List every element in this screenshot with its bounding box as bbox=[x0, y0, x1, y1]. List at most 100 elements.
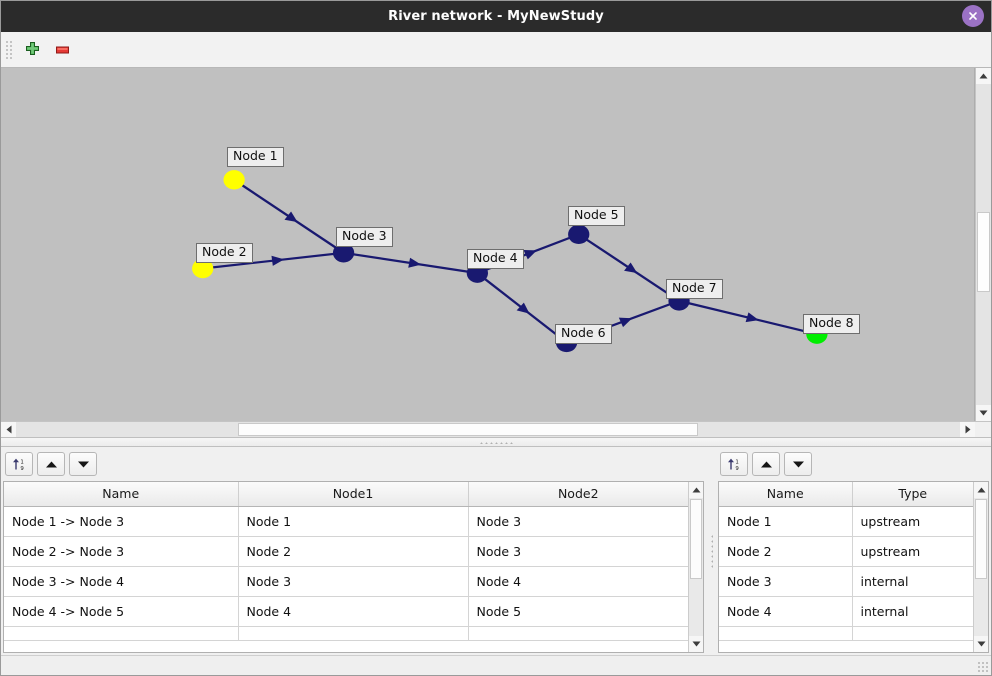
canvas-scroll-left-button[interactable] bbox=[1, 422, 16, 437]
table-row[interactable] bbox=[719, 626, 973, 641]
graph-edge-arrow bbox=[408, 257, 422, 268]
canvas-hscroll-thumb[interactable] bbox=[238, 423, 698, 436]
table-row[interactable] bbox=[4, 626, 688, 641]
graph-node-label-node-1[interactable]: Node 1 bbox=[227, 147, 284, 167]
chevron-up-icon bbox=[692, 487, 700, 493]
table-cell[interactable] bbox=[719, 626, 853, 641]
table-cell[interactable] bbox=[852, 626, 973, 641]
table-cell[interactable]: Node 4 bbox=[468, 566, 688, 597]
column-header-node2[interactable]: Node2 bbox=[468, 482, 688, 507]
table-cell[interactable]: Node 1 -> Node 3 bbox=[4, 506, 239, 537]
node-scroll-up-button[interactable] bbox=[974, 482, 988, 498]
table-cell[interactable]: internal bbox=[852, 566, 973, 597]
graph-node-label-node-2[interactable]: Node 2 bbox=[196, 243, 253, 263]
graph-node-label-node-7[interactable]: Node 7 bbox=[666, 279, 723, 299]
network-canvas[interactable]: Node 1 Node 2 Node 3 Node 4 Node 5 Node 6 Node… bbox=[1, 68, 975, 421]
graph-node-label-node-5[interactable]: Node 5 bbox=[568, 206, 625, 226]
graph-node-label-node-3[interactable]: Node 3 bbox=[336, 227, 393, 247]
close-window-button[interactable] bbox=[962, 5, 984, 27]
table-cell[interactable]: upstream bbox=[852, 506, 973, 537]
branch-scroll-down-button[interactable] bbox=[689, 636, 703, 652]
table-cell[interactable]: Node 1 bbox=[238, 506, 469, 537]
node-scroll-thumb[interactable] bbox=[975, 499, 987, 579]
node-sort-button[interactable]: 1 9 bbox=[720, 452, 748, 476]
column-header-name[interactable]: Name bbox=[719, 482, 853, 507]
toolbar-drag-handle[interactable] bbox=[5, 38, 13, 61]
table-cell[interactable]: Node 4 bbox=[719, 596, 853, 627]
branch-table-scrollbar[interactable] bbox=[688, 482, 703, 652]
node-table-scrollbar[interactable] bbox=[973, 482, 988, 652]
canvas-vscroll-thumb[interactable] bbox=[977, 212, 990, 292]
graph-node-label-node-6[interactable]: Node 6 bbox=[555, 324, 612, 344]
graph-node-node-5[interactable] bbox=[568, 224, 590, 245]
column-header-node1[interactable]: Node1 bbox=[238, 482, 469, 507]
chevron-down-icon bbox=[692, 641, 700, 647]
canvas-scroll-down-button[interactable] bbox=[976, 405, 991, 421]
table-cell[interactable]: Node 2 bbox=[719, 536, 853, 567]
window-resize-grip[interactable] bbox=[977, 661, 989, 673]
table-cell[interactable] bbox=[468, 626, 688, 641]
node-scroll-down-button[interactable] bbox=[974, 636, 988, 652]
graph-node-node-3[interactable] bbox=[332, 243, 355, 263]
sort-icon: 1 9 bbox=[727, 458, 739, 472]
table-cell[interactable]: Node 1 bbox=[719, 506, 853, 537]
column-header-name[interactable]: Name bbox=[4, 482, 239, 507]
branch-sort-button[interactable]: 1 9 bbox=[5, 452, 33, 476]
table-cell[interactable]: internal bbox=[852, 596, 973, 627]
graph-edge-arrow bbox=[271, 255, 285, 266]
table-cell[interactable]: Node 3 bbox=[468, 536, 688, 567]
table-cell[interactable]: Node 3 bbox=[468, 506, 688, 537]
branch-move-down-button[interactable] bbox=[69, 452, 97, 476]
vertical-splitter[interactable] bbox=[706, 447, 716, 655]
horizontal-splitter[interactable] bbox=[1, 437, 991, 447]
table-cell[interactable]: upstream bbox=[852, 536, 973, 567]
canvas-horizontal-scrollbar[interactable] bbox=[1, 421, 991, 437]
table-cell[interactable] bbox=[4, 626, 239, 641]
graph-node-label-node-8[interactable]: Node 8 bbox=[803, 314, 860, 334]
node-pane-toolbar: 1 9 bbox=[716, 447, 991, 481]
minus-icon bbox=[55, 46, 69, 54]
canvas-scroll-up-button[interactable] bbox=[976, 68, 991, 84]
window-title: River network - MyNewStudy bbox=[388, 9, 604, 24]
table-cell[interactable]: Node 5 bbox=[468, 596, 688, 627]
chevron-down-icon bbox=[977, 641, 985, 647]
graph-edge-arrow bbox=[624, 262, 638, 274]
column-header-type[interactable]: Type bbox=[852, 482, 973, 507]
table-cell[interactable]: Node 3 -> Node 4 bbox=[4, 566, 239, 597]
table-cell[interactable]: Node 2 -> Node 3 bbox=[4, 536, 239, 567]
branch-scroll-thumb[interactable] bbox=[690, 499, 702, 579]
branch-scroll-up-button[interactable] bbox=[689, 482, 703, 498]
graph-node-label-node-4[interactable]: Node 4 bbox=[467, 249, 524, 269]
vertical-splitter-grip bbox=[709, 534, 713, 568]
remove-node-button[interactable] bbox=[47, 36, 77, 64]
table-cell[interactable] bbox=[238, 626, 469, 641]
graph-edge-arrow bbox=[745, 312, 759, 323]
table-cell[interactable]: Node 3 bbox=[238, 566, 469, 597]
canvas-scroll-right-button[interactable] bbox=[960, 422, 975, 437]
table-cell[interactable]: Node 4 bbox=[238, 596, 469, 627]
table-cell[interactable]: Node 4 -> Node 5 bbox=[4, 596, 239, 627]
canvas-vertical-scrollbar[interactable] bbox=[975, 68, 991, 421]
table-cell[interactable]: Node 2 bbox=[238, 536, 469, 567]
graph-node-node-1[interactable] bbox=[223, 170, 245, 190]
graph-edge-arrow bbox=[523, 249, 537, 260]
node-move-up-button[interactable] bbox=[752, 452, 780, 476]
add-node-button[interactable] bbox=[17, 36, 47, 64]
table-cell[interactable]: Node 3 bbox=[719, 566, 853, 597]
canvas-hscroll-track[interactable] bbox=[16, 422, 960, 437]
graph-node-node-2[interactable] bbox=[192, 258, 214, 279]
node-move-down-button[interactable] bbox=[784, 452, 812, 476]
branch-move-up-button[interactable] bbox=[37, 452, 65, 476]
